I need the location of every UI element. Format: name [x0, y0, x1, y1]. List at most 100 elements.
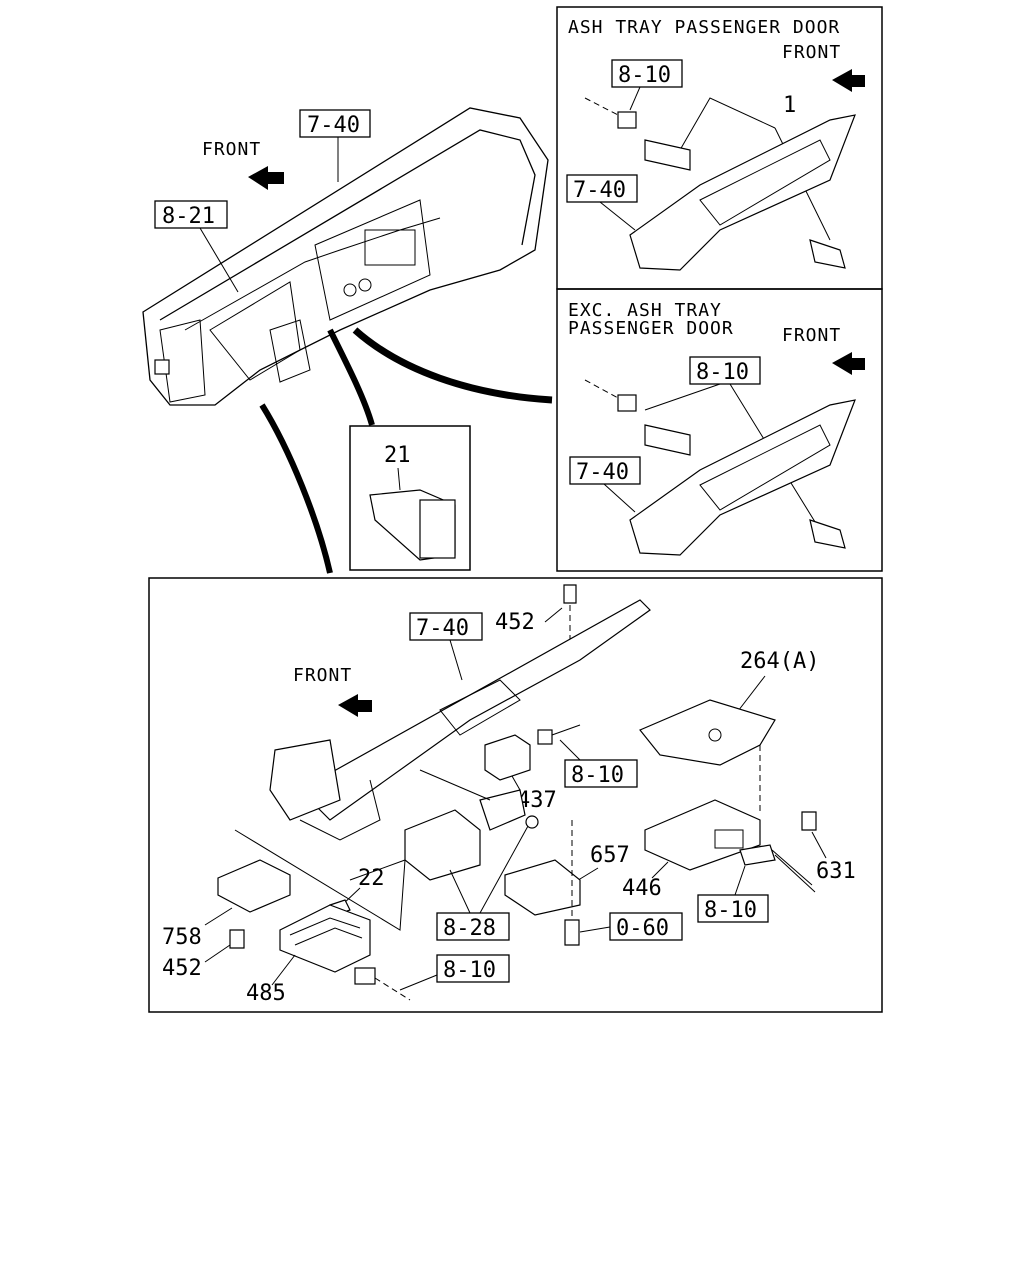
module-657 — [504, 859, 581, 916]
leader-437 — [511, 775, 521, 791]
lighter-knob-exc — [809, 519, 846, 549]
ref-box-8-10-exc — [689, 356, 761, 385]
gauge-cluster — [209, 281, 301, 381]
part-631: 631 — [816, 859, 856, 884]
panel-exc-title-1: EXC. ASH TRAY — [568, 300, 722, 321]
ref-8-10-ash: 8-10 — [618, 63, 671, 88]
callout-curve-right — [352, 327, 553, 404]
fuse-box-485-slots — [289, 917, 363, 946]
ref-7-40-main: 7-40 — [307, 113, 360, 138]
part-758: 758 — [162, 925, 202, 950]
ref-8-21: 8-21 — [162, 204, 215, 229]
panel-exc-title-2: PASSENGER DOOR — [568, 318, 734, 339]
leader-8-10-c — [399, 974, 438, 991]
leader-446 — [651, 861, 669, 879]
ref-box-8-10-ash — [611, 59, 683, 88]
leader-7-40-ash — [599, 201, 636, 231]
part-657: 657 — [590, 843, 630, 868]
bracket-264a — [639, 699, 776, 766]
fuse-box-485 — [279, 904, 371, 973]
ref-8-28: 8-28 — [443, 916, 496, 941]
panel-exc-ash-tray: EXC. ASH TRAY PASSENGER DOOR FRONT 8-10 … — [556, 288, 883, 572]
dashboard-outline — [142, 107, 549, 406]
leader-8-10-b — [734, 865, 746, 896]
ref-7-40-ash: 7-40 — [573, 178, 626, 203]
leader-631 — [811, 831, 827, 859]
wire-ash — [584, 97, 619, 116]
lighter-knob-ash — [809, 239, 846, 269]
dash-knob — [358, 278, 372, 292]
lighter-socket-exc — [644, 424, 691, 456]
panel-ash-tray-title: ASH TRAY PASSENGER DOOR — [568, 17, 840, 38]
ref-box-8-10-b — [697, 894, 769, 923]
callout-curve-inset — [327, 328, 375, 426]
dash-knob — [343, 283, 357, 297]
bracket-lines — [349, 769, 491, 881]
module-446 — [644, 799, 761, 871]
connector-exc — [617, 394, 637, 412]
relay-437 — [484, 734, 531, 781]
leader-7-40-lower — [449, 639, 463, 681]
ref-box-7-40-ash — [566, 174, 638, 203]
ref-box-8-10-a — [564, 759, 638, 788]
callout-curve-lower — [259, 403, 333, 574]
ref-8-10-b: 8-10 — [704, 898, 757, 923]
inset-frame-21 — [349, 425, 471, 571]
ref-box-8-28 — [436, 912, 510, 941]
part-1-label: 1 — [783, 93, 796, 118]
ref-box-7-40-exc — [569, 456, 641, 485]
connector-8-10-c — [354, 967, 376, 985]
switch-21-face — [419, 499, 456, 559]
front-arrow-icon-lower — [338, 694, 372, 717]
leader-8-21 — [199, 227, 239, 293]
lower-panel-frame — [148, 577, 883, 1013]
dash-switch — [154, 359, 170, 375]
trim-panel-ash — [629, 114, 856, 271]
front-arrow-icon-main — [248, 166, 284, 190]
leader-21 — [397, 467, 401, 491]
part-452-top: 452 — [495, 610, 535, 635]
ref-7-40-exc: 7-40 — [576, 460, 629, 485]
dashboard-overview: FRONT 7-40 8-21 21 — [142, 107, 553, 574]
connector-8-10-b — [739, 844, 776, 866]
left-vent — [159, 319, 206, 403]
leader-8-10-a — [559, 739, 581, 761]
ref-0-60: 0-60 — [616, 916, 669, 941]
ref-8-10-c: 8-10 — [443, 958, 496, 983]
front-label-lower: FRONT — [293, 665, 352, 686]
ref-7-40-lower: 7-40 — [416, 616, 469, 641]
part-22: 22 — [358, 866, 385, 891]
screw-631 — [801, 811, 817, 831]
leader-7-40-exc — [603, 483, 636, 513]
leader-0-60 — [579, 926, 611, 933]
bracket-small — [479, 789, 526, 831]
dashboard-top-edge — [159, 129, 536, 321]
front-arrow-icon-ash — [832, 69, 865, 92]
trim-panel-slot-exc — [699, 424, 831, 511]
part-264a: 264(A) — [740, 649, 819, 674]
left-support — [299, 779, 381, 841]
trim-panel-slot-ash — [699, 139, 831, 226]
ref-box-0-60 — [609, 912, 683, 941]
panel-exc-ash-tray-frame — [556, 288, 883, 572]
bolt-0-60 — [564, 919, 580, 946]
gauge-cluster-line — [184, 217, 441, 331]
wire-8-10-b — [771, 849, 816, 893]
bracket-758-guide — [234, 829, 406, 931]
leader-264a — [734, 675, 766, 716]
part-485: 485 — [246, 981, 286, 1006]
wire-8-10-a — [551, 724, 581, 736]
ref-box-8-10-c — [436, 954, 510, 983]
wire-exc — [584, 379, 619, 399]
front-arrow-icon-exc — [832, 352, 865, 375]
part-446: 446 — [622, 876, 662, 901]
trim-panel-exc — [629, 399, 856, 556]
ref-box-8-21 — [154, 200, 228, 229]
steering-column-cover — [269, 319, 311, 383]
lighter-socket-ash — [644, 139, 691, 171]
bracket-center — [404, 809, 481, 881]
ref-box-7-40-main — [299, 109, 371, 138]
part-452-bottom: 452 — [162, 956, 202, 981]
leader-758 — [204, 907, 233, 926]
leader-485 — [271, 954, 296, 986]
